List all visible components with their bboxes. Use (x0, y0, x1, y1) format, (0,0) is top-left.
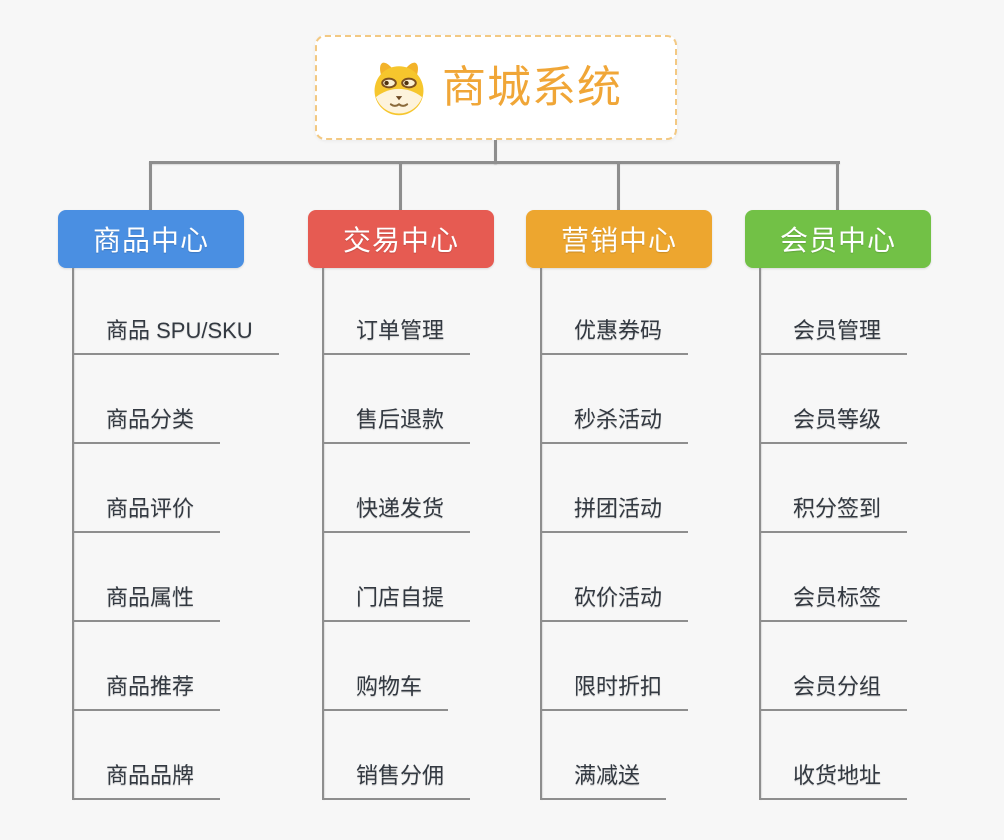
branch-node-trade[interactable]: 交易中心 (308, 210, 494, 268)
branch-trunk-line (540, 268, 542, 800)
child-topic[interactable]: 购物车 (322, 673, 449, 711)
child-topic[interactable]: 门店自提 (322, 584, 471, 622)
child-topic[interactable]: 销售分佣 (322, 762, 471, 800)
connector-drop-branch-2 (399, 161, 402, 210)
branch-trade: 交易中心 订单管理 售后退款 快递发货 门店自提 购物车 销售分佣 (308, 210, 588, 815)
child-topic[interactable]: 拼团活动 (540, 495, 689, 533)
child-topic[interactable]: 收货地址 (759, 762, 908, 800)
branch-node-marketing[interactable]: 营销中心 (526, 210, 712, 268)
child-topic[interactable]: 商品评价 (72, 495, 221, 533)
child-topic[interactable]: 积分签到 (759, 495, 908, 533)
branch-node-members[interactable]: 会员中心 (745, 210, 931, 268)
root-topic-label: 商城系统 (442, 62, 622, 112)
branch-node-products[interactable]: 商品中心 (58, 210, 244, 268)
child-topic[interactable]: 商品分类 (72, 406, 221, 444)
child-topic[interactable]: 会员管理 (759, 317, 908, 355)
child-topic[interactable]: 快递发货 (322, 495, 471, 533)
branch-trunk-line (759, 268, 761, 800)
child-topic[interactable]: 商品推荐 (72, 673, 221, 711)
child-topic[interactable]: 会员分组 (759, 673, 908, 711)
connector-drop-branch-3 (617, 161, 620, 210)
child-topic[interactable]: 秒杀活动 (540, 406, 689, 444)
connector-root-stub (494, 140, 497, 164)
connector-drop-branch-4 (836, 161, 839, 210)
child-topic[interactable]: 售后退款 (322, 406, 471, 444)
child-topic[interactable]: 满减送 (540, 762, 667, 800)
root-topic[interactable]: 商城系统 (315, 35, 677, 140)
connector-horizontal-bus (149, 161, 840, 164)
child-topic[interactable]: 会员等级 (759, 406, 908, 444)
branch-members: 会员中心 会员管理 会员等级 积分签到 会员标签 会员分组 收货地址 (745, 210, 1004, 815)
child-topic[interactable]: 砍价活动 (540, 584, 689, 622)
connector-drop-branch-1 (149, 161, 152, 210)
branch-marketing: 营销中心 优惠券码 秒杀活动 拼团活动 砍价活动 限时折扣 满减送 (526, 210, 806, 815)
child-topic[interactable]: 订单管理 (322, 317, 471, 355)
branch-trunk-line (322, 268, 324, 800)
doge-face-icon (374, 62, 424, 115)
child-topic[interactable]: 商品品牌 (72, 762, 221, 800)
child-topic[interactable]: 限时折扣 (540, 673, 689, 711)
branch-trunk-line (72, 268, 74, 800)
child-topic[interactable]: 商品 SPU/SKU (72, 317, 279, 355)
child-topic[interactable]: 优惠券码 (540, 317, 689, 355)
child-topic[interactable]: 商品属性 (72, 584, 221, 622)
branch-products: 商品中心 商品 SPU/SKU 商品分类 商品评价 商品属性 商品推荐 商品品牌 (58, 210, 338, 815)
child-topic[interactable]: 会员标签 (759, 584, 908, 622)
